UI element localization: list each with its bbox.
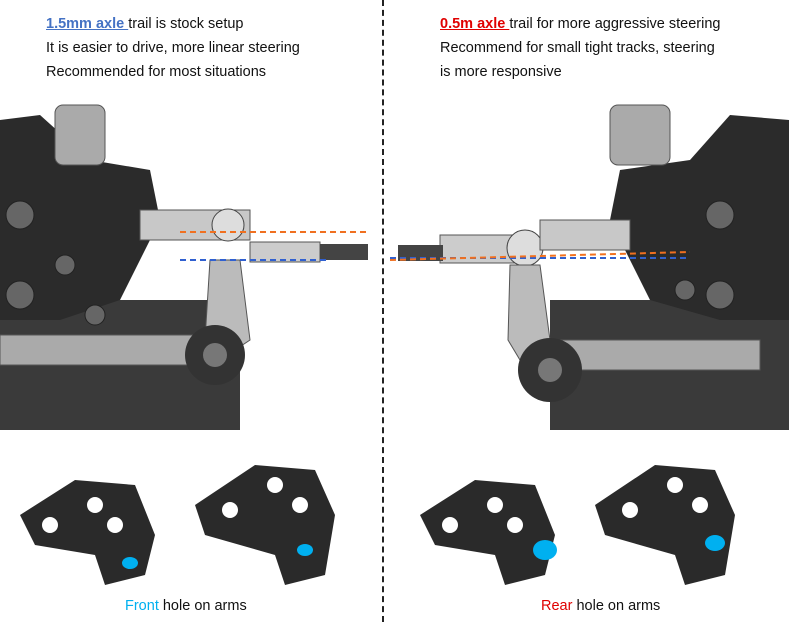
right-steering-assembly-image (390, 104, 789, 430)
right-arm-parts-image (420, 465, 735, 585)
left-description: 1.5mm axle trail is stock setup It is ea… (46, 12, 300, 84)
center-divider (382, 0, 384, 622)
left-caption: Front hole on arms (125, 598, 247, 614)
left-steering-assembly-image (0, 104, 370, 430)
right-line2: Recommend for small tight tracks, steeri… (440, 40, 715, 56)
left-arm-parts-image (20, 465, 335, 585)
right-caption: Rear hole on arms (541, 598, 660, 614)
right-caption-highlight: Rear (541, 598, 573, 614)
right-line1: trail for more aggressive steering (509, 16, 721, 32)
left-line2: It is easier to drive, more linear steer… (46, 40, 300, 56)
left-line3: Recommended for most situations (46, 64, 267, 80)
right-highlight: 0.5m axle (440, 16, 510, 32)
left-caption-rest: hole on arms (158, 598, 247, 614)
right-caption-rest: hole on arms (572, 598, 661, 614)
left-line1: trail is stock setup (128, 16, 244, 32)
right-description: 0.5m axle trail for more aggressive stee… (440, 12, 720, 84)
right-line3: is more responsive (440, 64, 562, 80)
left-caption-highlight: Front (125, 598, 159, 614)
left-highlight: 1.5mm axle (46, 16, 129, 32)
